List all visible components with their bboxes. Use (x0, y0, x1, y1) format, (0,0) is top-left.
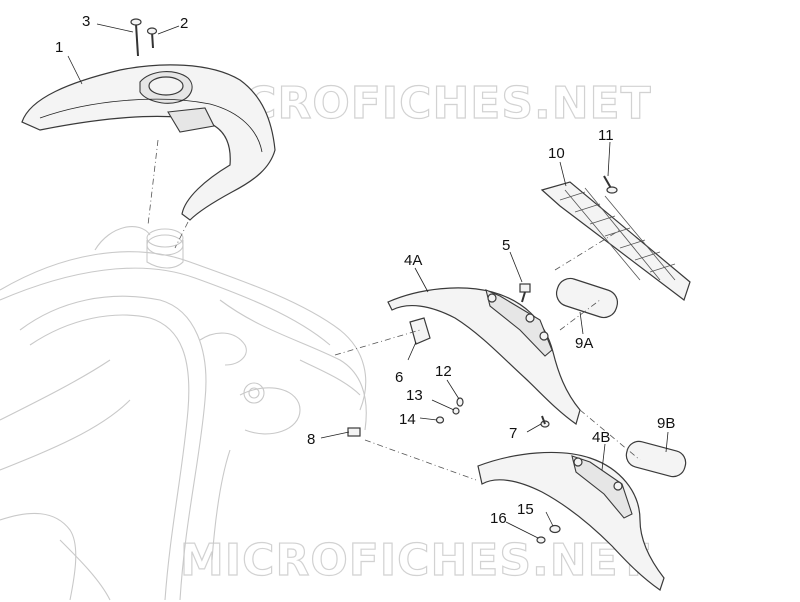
callout-16: 16 (490, 510, 507, 527)
callout-4a: 4A (404, 252, 422, 269)
callout-10: 10 (548, 145, 565, 162)
callout-2: 2 (180, 15, 188, 32)
part-12-13-14-fasteners (435, 397, 464, 424)
part-15-16-washers (536, 524, 561, 544)
part-7-screw (540, 415, 550, 428)
part-8-connector (347, 427, 361, 437)
callout-15: 15 (517, 501, 534, 518)
callout-8: 8 (307, 431, 315, 448)
part-11-screw (603, 175, 618, 194)
scooter-frame-ghost (0, 226, 367, 601)
callout-9b: 9B (657, 415, 675, 432)
callout-14: 14 (399, 411, 416, 428)
part-1-rear-cover (21, 64, 276, 221)
part-9a-pad (555, 277, 619, 319)
callout-1: 1 (55, 39, 63, 56)
callout-4b: 4B (592, 429, 610, 446)
callout-13: 13 (406, 387, 423, 404)
watermark-bottom: MICROFICHES.NET (180, 535, 650, 586)
callout-5: 5 (502, 237, 510, 254)
part-5-screw (519, 283, 531, 303)
part-2-3-screws (130, 18, 158, 57)
callout-7: 7 (509, 425, 517, 442)
callout-9a: 9A (575, 335, 593, 352)
part-4b-side-panel (477, 451, 665, 591)
callout-6: 6 (395, 369, 403, 386)
callout-3: 3 (82, 13, 90, 30)
callout-labels: 1 2 3 4A 4B 5 6 7 8 9A 9B 10 11 12 13 14… (55, 13, 675, 527)
callout-11: 11 (598, 127, 614, 144)
assembly-lines (147, 139, 641, 481)
part-9b-pad (625, 440, 687, 478)
leader-lines (67, 23, 669, 539)
callout-12: 12 (435, 363, 452, 380)
part-6-clip (409, 317, 431, 345)
